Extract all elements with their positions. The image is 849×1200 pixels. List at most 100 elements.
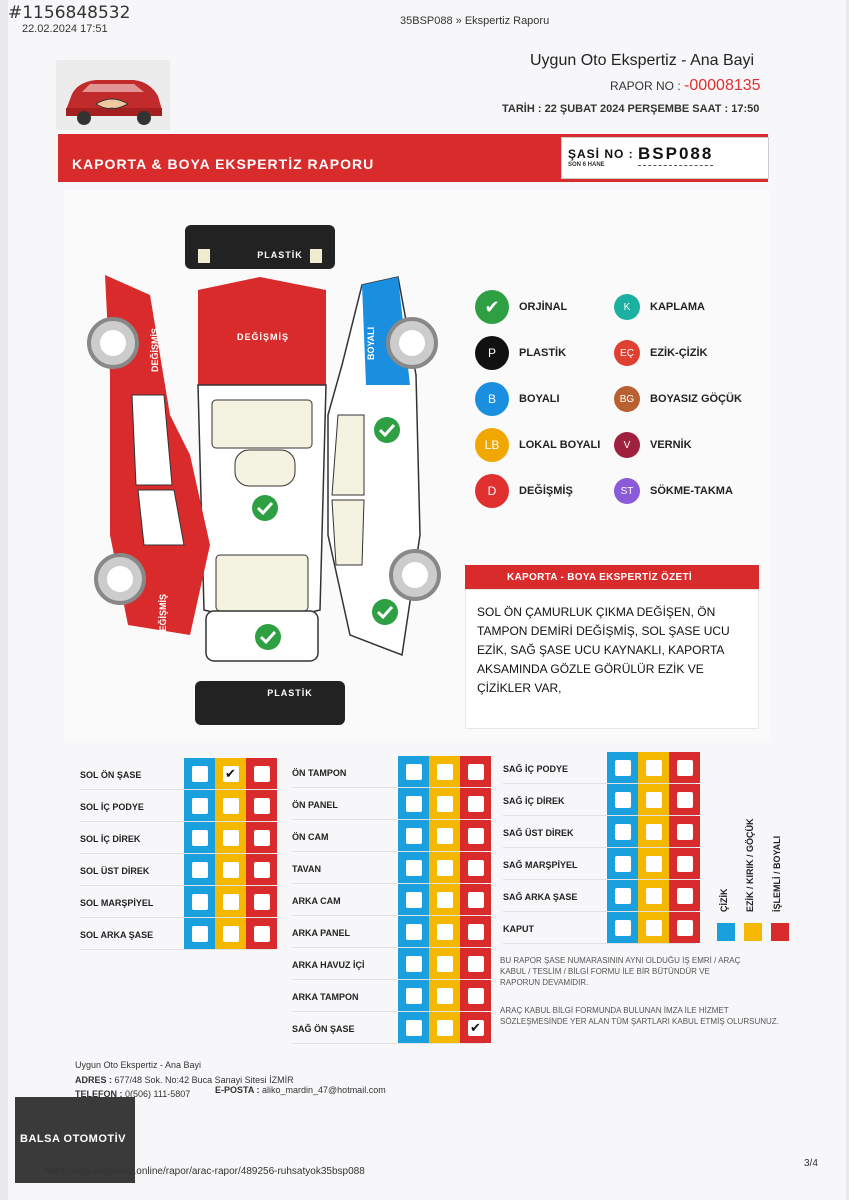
checkbox[interactable] xyxy=(467,859,484,876)
check-cell[interactable] xyxy=(669,912,700,943)
checkbox[interactable] xyxy=(645,887,662,904)
checkbox[interactable] xyxy=(191,829,208,846)
checkbox[interactable] xyxy=(405,987,422,1004)
checkbox[interactable] xyxy=(676,855,693,872)
check-cell[interactable] xyxy=(184,758,215,789)
check-cell[interactable] xyxy=(638,784,669,815)
check-cell[interactable] xyxy=(398,852,429,883)
checkbox[interactable] xyxy=(405,795,422,812)
check-cell[interactable] xyxy=(184,918,215,949)
check-cell[interactable] xyxy=(184,790,215,821)
check-cell[interactable] xyxy=(429,948,460,979)
check-cell[interactable] xyxy=(215,822,246,853)
check-cell[interactable] xyxy=(607,752,638,783)
checkbox[interactable] xyxy=(191,861,208,878)
check-cell[interactable] xyxy=(460,980,491,1011)
checkbox[interactable] xyxy=(253,893,270,910)
checkbox[interactable] xyxy=(405,827,422,844)
checkbox[interactable] xyxy=(467,795,484,812)
check-cell[interactable] xyxy=(460,820,491,851)
checkbox[interactable] xyxy=(645,823,662,840)
check-cell[interactable] xyxy=(429,916,460,947)
checkbox[interactable] xyxy=(614,791,631,808)
checkbox[interactable] xyxy=(436,987,453,1004)
checkbox[interactable] xyxy=(467,955,484,972)
check-cell[interactable] xyxy=(638,848,669,879)
check-cell[interactable] xyxy=(429,788,460,819)
check-cell[interactable] xyxy=(429,852,460,883)
checkbox[interactable] xyxy=(253,925,270,942)
checkbox[interactable] xyxy=(614,823,631,840)
check-cell[interactable] xyxy=(246,758,277,789)
checkbox[interactable] xyxy=(253,829,270,846)
checkbox[interactable] xyxy=(191,893,208,910)
check-cell[interactable] xyxy=(398,916,429,947)
check-cell[interactable] xyxy=(246,886,277,917)
check-cell[interactable] xyxy=(398,884,429,915)
checkbox[interactable] xyxy=(645,791,662,808)
check-cell[interactable] xyxy=(246,918,277,949)
checkbox[interactable] xyxy=(614,855,631,872)
checkbox[interactable] xyxy=(222,925,239,942)
checkbox[interactable] xyxy=(405,763,422,780)
check-cell[interactable] xyxy=(398,948,429,979)
check-cell[interactable] xyxy=(398,756,429,787)
checkbox[interactable] xyxy=(436,859,453,876)
checkbox[interactable] xyxy=(191,925,208,942)
checkbox[interactable]: ✔ xyxy=(467,1019,484,1036)
check-cell[interactable] xyxy=(669,880,700,911)
checkbox[interactable] xyxy=(436,923,453,940)
checkbox[interactable] xyxy=(676,823,693,840)
checkbox[interactable] xyxy=(222,861,239,878)
checkbox[interactable] xyxy=(222,797,239,814)
check-cell[interactable] xyxy=(184,886,215,917)
check-cell[interactable] xyxy=(460,756,491,787)
check-cell[interactable]: ✔ xyxy=(460,1012,491,1043)
checkbox[interactable] xyxy=(645,759,662,776)
check-cell[interactable] xyxy=(638,752,669,783)
check-cell[interactable] xyxy=(184,854,215,885)
check-cell[interactable] xyxy=(246,854,277,885)
check-cell[interactable] xyxy=(607,912,638,943)
check-cell[interactable] xyxy=(429,884,460,915)
checkbox[interactable] xyxy=(405,955,422,972)
check-cell[interactable] xyxy=(607,784,638,815)
checkbox[interactable] xyxy=(614,919,631,936)
check-cell[interactable] xyxy=(429,1012,460,1043)
checkbox[interactable] xyxy=(467,987,484,1004)
check-cell[interactable] xyxy=(398,980,429,1011)
check-cell[interactable] xyxy=(638,816,669,847)
check-cell[interactable] xyxy=(607,848,638,879)
check-cell[interactable] xyxy=(429,756,460,787)
check-cell[interactable] xyxy=(215,854,246,885)
checkbox[interactable] xyxy=(436,827,453,844)
check-cell[interactable] xyxy=(398,820,429,851)
checkbox[interactable] xyxy=(253,861,270,878)
report-url[interactable]: https://app.ekspertiz.online/rapor/arac-… xyxy=(44,1166,365,1177)
check-cell[interactable] xyxy=(184,822,215,853)
check-cell[interactable]: ✔ xyxy=(215,758,246,789)
checkbox[interactable] xyxy=(253,765,270,782)
checkbox[interactable] xyxy=(436,1019,453,1036)
check-cell[interactable] xyxy=(429,980,460,1011)
checkbox[interactable] xyxy=(436,891,453,908)
checkbox[interactable] xyxy=(222,893,239,910)
checkbox[interactable] xyxy=(645,919,662,936)
check-cell[interactable] xyxy=(607,880,638,911)
check-cell[interactable] xyxy=(246,822,277,853)
check-cell[interactable] xyxy=(638,912,669,943)
checkbox[interactable] xyxy=(253,797,270,814)
check-cell[interactable] xyxy=(460,788,491,819)
check-cell[interactable] xyxy=(669,784,700,815)
checkbox[interactable] xyxy=(405,859,422,876)
check-cell[interactable] xyxy=(398,1012,429,1043)
check-cell[interactable] xyxy=(460,852,491,883)
checkbox[interactable] xyxy=(676,887,693,904)
checkbox[interactable] xyxy=(191,765,208,782)
checkbox[interactable] xyxy=(405,923,422,940)
check-cell[interactable] xyxy=(669,848,700,879)
checkbox[interactable] xyxy=(467,763,484,780)
check-cell[interactable] xyxy=(215,886,246,917)
check-cell[interactable] xyxy=(246,790,277,821)
check-cell[interactable] xyxy=(429,820,460,851)
